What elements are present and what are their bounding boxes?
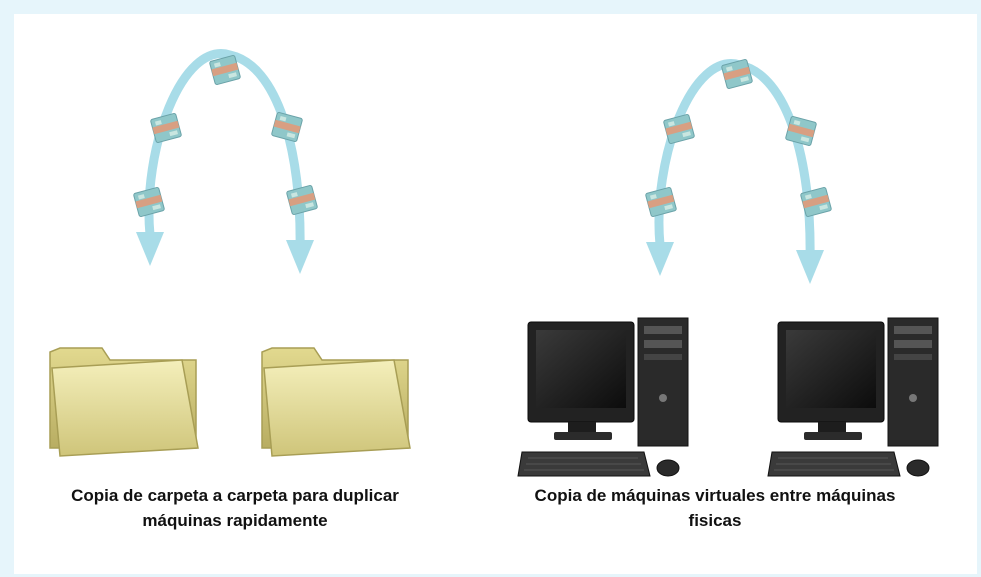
arrow-arch-left <box>136 54 314 274</box>
caption-line: Copia de carpeta a carpeta para duplicar <box>71 486 399 505</box>
diagram-frame <box>14 14 977 574</box>
desktop-computer-icon <box>517 317 689 477</box>
desktop-computer-icon <box>767 317 939 477</box>
caption-line: Copia de máquinas virtuales entre máquin… <box>534 486 896 505</box>
packet-icon <box>644 58 833 218</box>
packet-icon <box>132 54 319 218</box>
arrow-arch-right <box>646 64 824 284</box>
folder-icon <box>49 347 199 457</box>
folder-icon <box>261 347 411 457</box>
caption-folder-copy: Copia de carpeta a carpeta para duplicar… <box>20 483 450 533</box>
caption-line: máquinas rapidamente <box>142 511 328 530</box>
caption-line: fisicas <box>688 511 742 530</box>
caption-machine-copy: Copia de máquinas virtuales entre máquin… <box>480 483 950 533</box>
